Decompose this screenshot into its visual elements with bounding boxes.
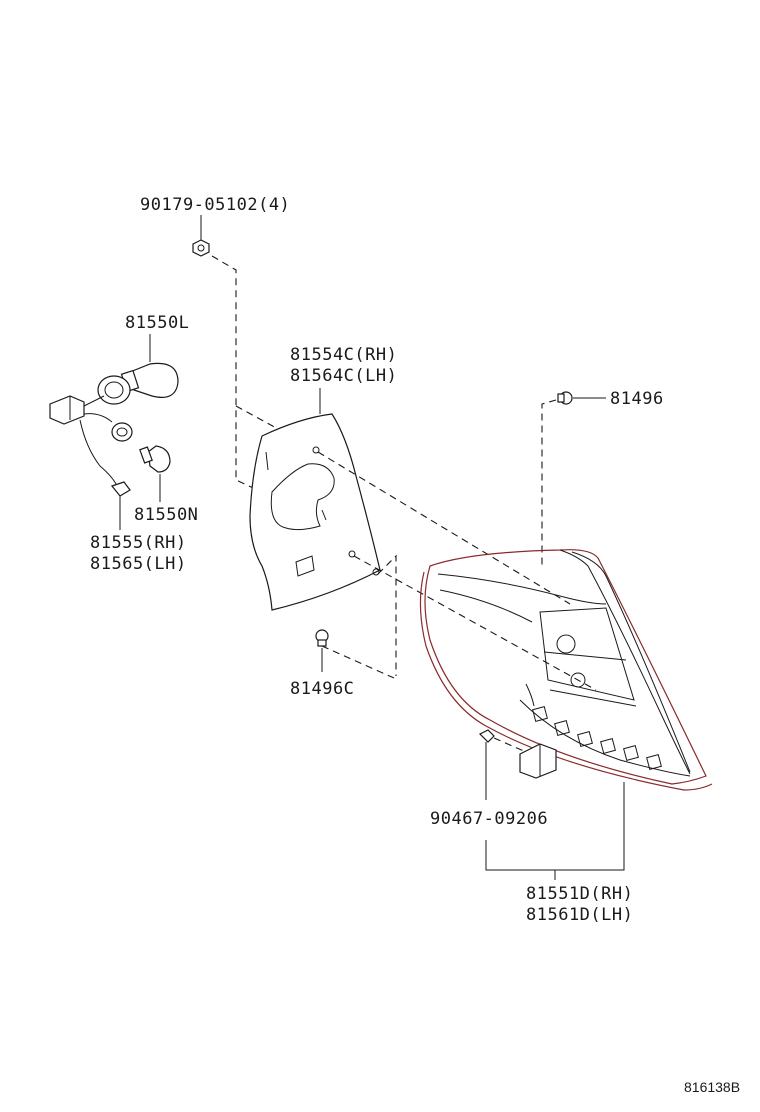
wire-a [83, 395, 105, 407]
label-bulb-large[interactable]: 81550L [125, 313, 189, 333]
small-bulb-icon[interactable] [139, 445, 171, 473]
label-lamp-lh[interactable]: 81561D(LH) [526, 905, 633, 925]
label-socket-lh[interactable]: 81565(LH) [90, 554, 187, 574]
dashed-screw [493, 737, 527, 753]
label-socket-rh[interactable]: 81555(RH) [90, 533, 187, 553]
figure-code: 816138B [684, 1079, 740, 1095]
label-bulb-small[interactable]: 81550N [134, 505, 198, 525]
connector-icon[interactable] [49, 395, 85, 425]
label-clip-right[interactable]: 81496 [610, 389, 664, 409]
dashed-clip-lower [321, 645, 395, 679]
label-screw[interactable]: 90467-09206 [430, 809, 548, 829]
right-clip-icon[interactable] [557, 391, 573, 405]
dashed-gasket-clip [377, 554, 397, 676]
socket-ring-icon[interactable] [97, 375, 131, 405]
dashed-bolt-branch [235, 405, 281, 431]
wire-b [83, 413, 113, 423]
dashed-clip-right [541, 399, 557, 566]
label-clip-lower[interactable]: 81496C [290, 679, 354, 699]
bolt-top-icon[interactable] [192, 239, 210, 257]
dashed-gasket-lamp-a [317, 451, 571, 605]
tail-lamp-assembly[interactable] [419, 549, 713, 791]
dashed-gasket-lamp-b [353, 555, 597, 691]
dashed-bolt-path [211, 255, 263, 493]
label-gasket-rh[interactable]: 81554C(RH) [290, 345, 397, 365]
screw-icon[interactable] [478, 729, 495, 760]
gasket-plate[interactable] [249, 413, 381, 611]
plug-icon[interactable] [110, 481, 131, 497]
lower-clip-icon[interactable] [315, 629, 329, 647]
label-gasket-lh[interactable]: 81564C(LH) [290, 366, 397, 386]
large-bulb-icon[interactable] [120, 362, 179, 398]
wire-c [79, 419, 119, 489]
small-socket-icon[interactable] [111, 422, 133, 442]
label-bolt-top[interactable]: 90179-05102(4) [140, 195, 290, 215]
label-lamp-rh[interactable]: 81551D(RH) [526, 884, 633, 904]
